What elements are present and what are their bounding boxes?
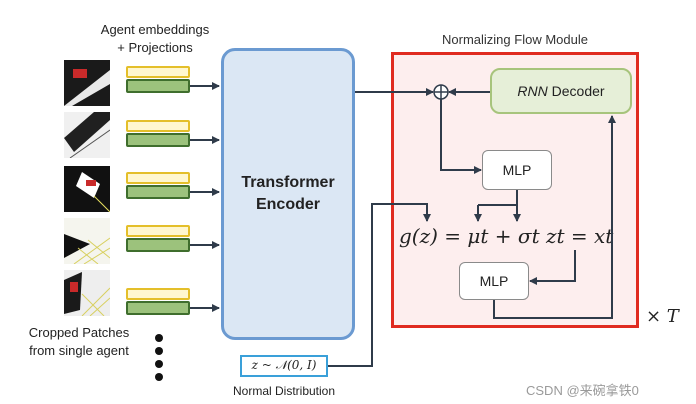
- rnn-label-rest: Decoder: [547, 83, 605, 99]
- rnn-decoder-label: RNN Decoder: [490, 83, 632, 99]
- embedding-vector-4: [126, 238, 190, 252]
- embedding-vector-3: [126, 185, 190, 199]
- encoder-title-line1: Transformer: [241, 174, 335, 191]
- cropped-patch-2: [64, 112, 110, 158]
- embedding-projection-4: [126, 225, 190, 237]
- rnn-label-italic: RNN: [517, 83, 548, 99]
- cropped-patch-5: [64, 270, 110, 316]
- transformer-encoder-block: [221, 48, 355, 340]
- noise-sample-box: [240, 355, 328, 377]
- embedding-vector-5: [126, 301, 190, 315]
- agent-embeddings-label: Agent embeddings: [100, 22, 210, 37]
- projections-label: + Projections: [117, 40, 193, 55]
- mlp-bottom-label: MLP: [479, 273, 509, 289]
- rnn-decoder-block: [490, 68, 632, 114]
- repeat-times-label: × T: [646, 306, 679, 327]
- cropped-patch-4: [64, 218, 110, 264]
- noise-sample-label: z ~ 𝒩(0, I): [251, 358, 317, 372]
- flow-module-title: Normalizing Flow Module: [442, 32, 588, 47]
- watermark: CSDN @来碗拿铁0: [526, 383, 639, 398]
- cropped-patches-label-line1: Cropped Patches: [28, 325, 130, 340]
- cropped-patch-1: [64, 60, 110, 106]
- embedding-to-encoder-arrows: [190, 82, 220, 312]
- flow-equation: g(z) = μt + σt zt = xt: [399, 224, 613, 248]
- mlp-top-label: MLP: [502, 162, 532, 178]
- normal-distribution-label: Normal Distribution: [232, 384, 336, 398]
- embedding-vector-1: [126, 79, 190, 93]
- cropped-patch-3: [64, 166, 110, 212]
- flow-equation-text: g(z) = μt + σt zt = xt: [399, 224, 614, 248]
- embedding-projection-1: [126, 66, 190, 78]
- cropped-patches-label-line2: from single agent: [29, 343, 129, 358]
- embedding-projection-2: [126, 120, 190, 132]
- encoder-title-line2: Encoder: [255, 196, 320, 213]
- embedding-vector-2: [126, 133, 190, 147]
- embedding-projection-5: [126, 288, 190, 300]
- embedding-projection-3: [126, 172, 190, 184]
